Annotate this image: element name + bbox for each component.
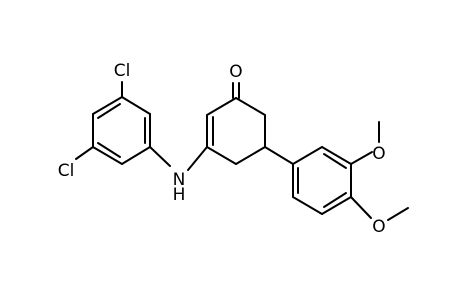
bond-c-cl-bottom [75,146,94,160]
bond-ring-to-aryl [264,146,294,165]
atom-ketone-o: O [229,62,242,82]
atom-cl-top: Cl [114,61,131,81]
bond-ring-n [149,146,171,167]
atom-n: N [173,170,186,190]
atom-methoxy-o-lower: O [372,217,385,237]
atom-methoxy-o-upper: O [372,144,385,164]
atom-n-hydrogen: H [173,185,186,205]
bond-c-o-upper [350,151,373,165]
bond-n-enamine [187,146,208,171]
bond-c-o-lower [350,196,372,219]
bond-o-methyl-lower [387,207,409,221]
dimethoxyphenyl-ring [292,146,352,215]
atom-cl-bottom: Cl [58,161,75,181]
dichlorophenyl-ring [92,96,151,165]
cyclohexenone-ring [206,97,266,165]
